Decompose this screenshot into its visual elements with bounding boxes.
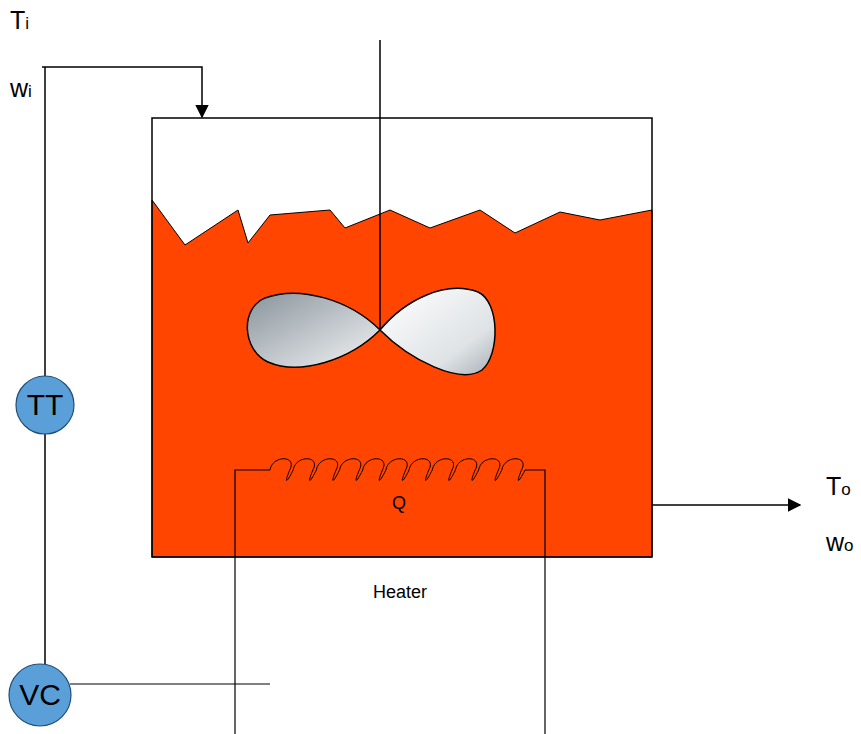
heater-coil <box>270 459 525 481</box>
coil-winding <box>270 459 525 481</box>
temperature-transmitter: TT <box>15 375 75 435</box>
instrument-tag: VC <box>8 663 72 727</box>
signal-connector <box>44 434 46 664</box>
inlet-temperature: Ti <box>10 8 29 33</box>
control-signal <box>70 683 270 684</box>
impeller-blade <box>247 293 380 367</box>
heater-lead <box>235 470 270 734</box>
instrument-tag: TT <box>15 375 75 435</box>
impeller-blade <box>380 288 495 374</box>
outlet-pipe <box>652 504 800 506</box>
signal-line <box>44 67 46 377</box>
inlet-flow: wi <box>10 76 32 101</box>
valve-controller: VC <box>8 663 72 727</box>
heater-lead <box>525 470 545 734</box>
outlet-flow: wo <box>826 530 854 555</box>
inlet-pipe <box>42 67 202 117</box>
outlet-temperature: To <box>826 474 851 499</box>
tank-wall <box>152 118 652 557</box>
liquid <box>152 200 652 557</box>
agitator-shaft <box>379 40 381 330</box>
heater-label: Heater <box>373 583 427 601</box>
heat-duty: Q <box>392 494 406 512</box>
